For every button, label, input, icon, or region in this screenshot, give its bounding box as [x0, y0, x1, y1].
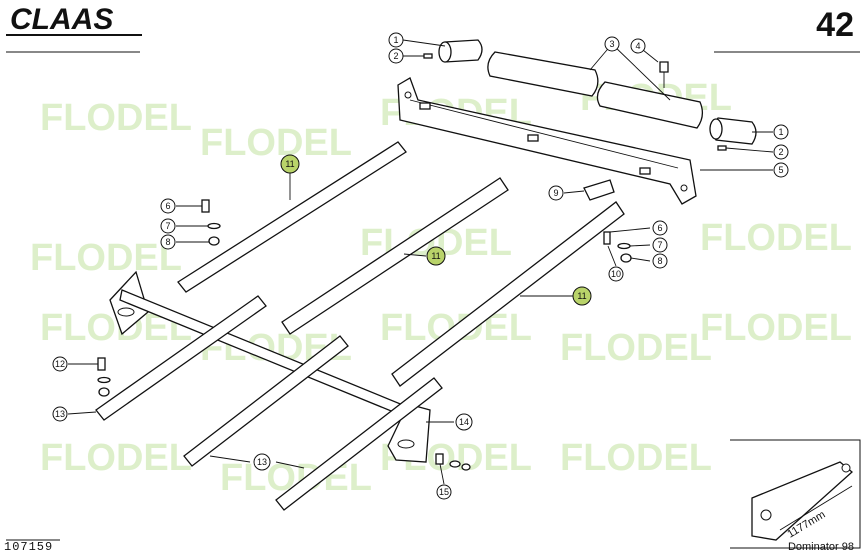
slat: [177, 141, 407, 293]
svg-text:13: 13: [55, 409, 65, 419]
watermark-text: FLODEL: [700, 307, 852, 349]
callout-1-right: 1: [773, 124, 789, 140]
slat: [391, 201, 625, 387]
svg-text:7: 7: [657, 240, 662, 250]
svg-text:4: 4: [635, 41, 640, 51]
lower-slat-group: [95, 295, 443, 511]
watermark-text: FLODEL: [560, 437, 712, 479]
callout-5: 5: [773, 162, 789, 178]
dimension-line: [779, 485, 853, 531]
svg-text:11: 11: [577, 291, 586, 301]
watermark-text: FLODEL: [200, 122, 352, 164]
drawing-number: 107159: [4, 540, 54, 554]
watermark-text: FLODEL: [560, 327, 712, 369]
pin: [423, 53, 433, 59]
claas-logo-graphic: CLAAS: [6, 3, 142, 36]
svg-text:6: 6: [657, 223, 662, 233]
plate: [583, 179, 615, 201]
svg-text:10: 10: [611, 269, 621, 279]
roller-end: [438, 41, 452, 63]
cross-frame: [109, 270, 431, 463]
svg-text:1: 1: [778, 127, 783, 137]
svg-text:3: 3: [609, 39, 614, 49]
roller-end: [709, 118, 723, 140]
svg-text:14: 14: [459, 417, 469, 427]
pin: [717, 145, 727, 151]
callout-8-left: 8: [160, 234, 176, 250]
leader-lines: [67, 39, 774, 485]
callout-13-bottom: 13: [253, 453, 271, 471]
callout-13-left: 13: [52, 406, 68, 422]
svg-text:5: 5: [778, 165, 783, 175]
watermark-text: FLODEL: [30, 237, 182, 279]
callout-6-left: 6: [160, 198, 176, 214]
callout-1-top: 1: [388, 32, 404, 48]
svg-text:12: 12: [55, 359, 65, 369]
callout-3: 3: [604, 36, 620, 52]
svg-text:8: 8: [657, 256, 662, 266]
svg-text:11: 11: [431, 251, 440, 261]
lower-slat: [275, 377, 443, 511]
watermark-text: FLODEL: [700, 217, 852, 259]
callout-10: 10: [608, 266, 624, 282]
callout-11-middle: 11: [426, 246, 446, 266]
callout-6-right: 6: [652, 220, 668, 236]
rail-clip: [527, 134, 539, 142]
svg-text:1: 1: [393, 35, 398, 45]
callout-8-right: 8: [652, 253, 668, 269]
page-number: 42: [816, 6, 854, 44]
svg-text:11: 11: [285, 159, 294, 169]
lower-slat: [95, 295, 267, 421]
watermark-text: FLODEL: [40, 97, 192, 139]
top-rail: [397, 77, 697, 205]
inset-detail: 1177mm: [730, 439, 861, 549]
callout-7-left: 7: [160, 218, 176, 234]
brand-text: CLAAS: [10, 4, 113, 36]
callout-2-top: 2: [388, 48, 404, 64]
rail-clip: [639, 167, 651, 175]
slat: [281, 177, 509, 335]
callout-15: 15: [436, 484, 452, 500]
svg-text:2: 2: [778, 147, 783, 157]
callout-2-right: 2: [773, 144, 789, 160]
callout-9: 9: [548, 185, 564, 201]
slat-group: [177, 141, 625, 387]
model-label: Dominator 98: [787, 541, 854, 553]
callout-12: 12: [52, 356, 68, 372]
callout-11-top: 11: [280, 154, 300, 174]
callout-4: 4: [630, 38, 646, 54]
callout-14: 14: [455, 413, 473, 431]
lower-slat: [183, 335, 349, 467]
svg-text:2: 2: [393, 51, 398, 61]
svg-text:7: 7: [165, 221, 170, 231]
svg-text:15: 15: [439, 487, 449, 497]
claas-logo: CLAAS: [6, 3, 142, 38]
roller-cover-left: [487, 51, 599, 97]
roller-cover-right: [596, 81, 704, 129]
watermark-text: FLODEL: [40, 437, 192, 479]
inset-frame: [730, 439, 861, 549]
roller-assembly: [423, 39, 757, 151]
svg-text:13: 13: [257, 457, 267, 467]
svg-text:8: 8: [165, 237, 170, 247]
svg-text:6: 6: [165, 201, 170, 211]
fasteners: [97, 199, 632, 471]
bolt: [659, 61, 669, 73]
inset-part: [751, 461, 853, 541]
top-rail-body: [397, 77, 697, 205]
callout-7-right: 7: [652, 237, 668, 253]
svg-text:9: 9: [553, 188, 558, 198]
rail-clip: [419, 102, 431, 110]
callout-11-right: 11: [572, 286, 592, 306]
